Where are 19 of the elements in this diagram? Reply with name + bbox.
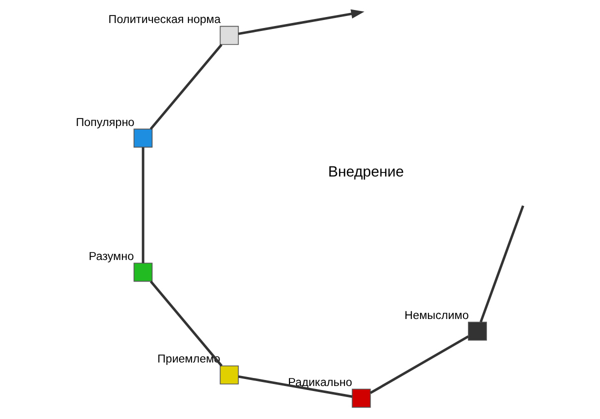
node-box [352,388,371,408]
connector [480,205,524,322]
label: Внедрение [328,164,404,181]
node-box [220,365,239,384]
node-label: Разумно [88,251,134,264]
node-box [220,26,239,45]
connector [150,44,222,130]
node-box [134,128,153,148]
node-label: Немыслимо [404,310,469,322]
connector [142,147,144,263]
connector [150,280,223,367]
node-label: Политическая норма [108,14,221,26]
connector [238,375,352,398]
node-label: Популярно [76,116,134,129]
node-box [134,262,153,282]
connector [370,335,469,394]
node-box [468,322,487,341]
node-label: Радикально [288,377,352,390]
arrow [238,9,364,36]
